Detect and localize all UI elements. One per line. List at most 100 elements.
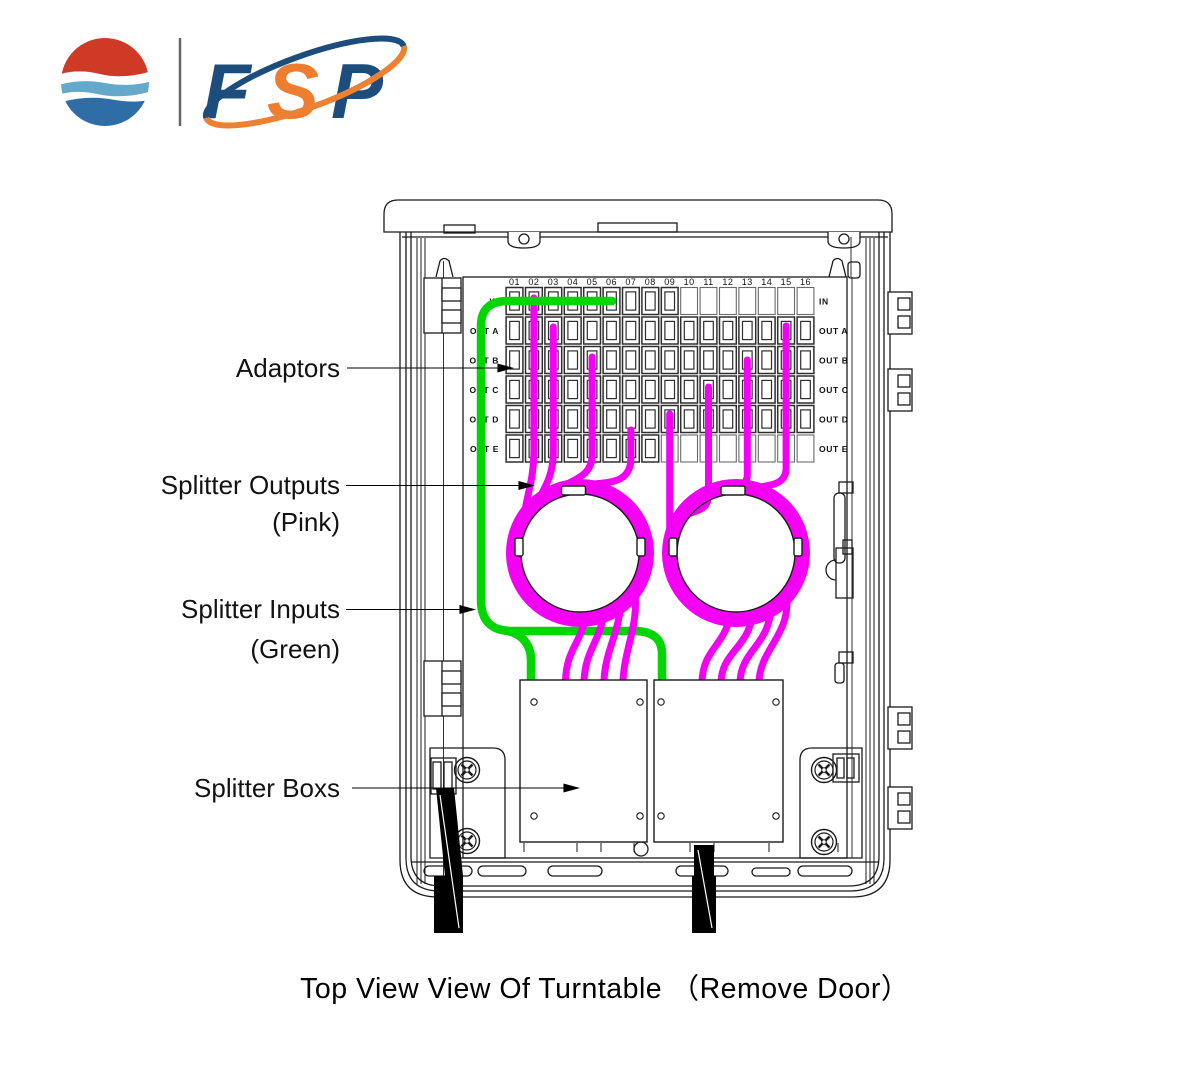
- feeder-cable-center-upper: [694, 845, 714, 876]
- swoosh-top-arc: [202, 35, 407, 119]
- adaptor-port-inner: [606, 350, 617, 370]
- column-label: 12: [722, 277, 733, 287]
- adaptor-port-inner: [800, 379, 811, 400]
- turntable-plate: [462, 276, 848, 859]
- row-label-right: OUT B: [819, 356, 848, 366]
- adaptor-port-inner: [567, 350, 579, 370]
- adaptor-port-inner: [664, 379, 676, 400]
- bottom-detent: [633, 841, 649, 857]
- adaptor-port-empty: [699, 286, 718, 316]
- label-adaptors: Adaptors: [235, 353, 340, 383]
- output-fiber-col-02: [521, 294, 538, 525]
- latch-block: [835, 547, 854, 599]
- adaptor-port-inner: [606, 409, 617, 429]
- adaptor-port-inner: [644, 350, 656, 370]
- adaptor-port-inner: [722, 320, 734, 341]
- adaptor-port-inner: [800, 320, 811, 341]
- adaptor-port-inner: [567, 409, 579, 429]
- column-label: 01: [509, 277, 520, 287]
- mount-bracket-4: [887, 786, 913, 830]
- top-lug-right-hole: [838, 233, 850, 245]
- adaptor-port-inner: [761, 379, 773, 400]
- door-hinge-bottom: [423, 660, 462, 717]
- adaptor-port-empty: [796, 434, 815, 463]
- adaptor-port-inner: [509, 409, 520, 429]
- pivot-post-right: [828, 257, 847, 278]
- adaptor-port-empty: [757, 286, 776, 316]
- adaptor-port-inner: [664, 320, 676, 341]
- leader-splitter-inputs-arrowhead: [459, 604, 477, 615]
- latch-bar-left-1: [432, 761, 442, 790]
- adaptor-port-inner: [567, 320, 579, 341]
- adaptor-port-inner: [644, 409, 656, 429]
- column-label: 07: [625, 277, 636, 287]
- output-fiber-col-03: [531, 323, 557, 512]
- label-splitter-boxes: Splitter Boxs: [194, 773, 340, 803]
- latch-hook-c: [838, 651, 854, 664]
- adaptor-port-inner: [761, 409, 773, 429]
- latch-strip-c: [834, 662, 845, 684]
- adaptor-port-inner: [664, 291, 676, 311]
- swoosh-bottom-arc: [203, 45, 408, 129]
- top-lug-left-hole: [518, 233, 530, 245]
- screw-bottom-left-1: [453, 756, 481, 784]
- splitter-box-right: [653, 679, 784, 843]
- figure-caption: Top View View Of Turntable （Remove Door）: [300, 973, 910, 1005]
- bottom-plate-left: [429, 747, 506, 859]
- top-lug-right: [827, 232, 861, 249]
- adaptor-port-inner: [683, 350, 695, 370]
- adaptor-port-inner: [606, 379, 617, 400]
- column-label: 08: [645, 277, 656, 287]
- adaptor-port-inner: [664, 350, 676, 370]
- spool-left-outline: [520, 493, 640, 613]
- column-label: 10: [684, 277, 695, 287]
- top-lug-left: [507, 232, 541, 249]
- latch-hook-a: [838, 481, 854, 494]
- adaptor-port-inner: [509, 438, 520, 459]
- screw-bottom-right-2: [810, 828, 838, 856]
- bottom-plate-right: [799, 747, 863, 859]
- mount-bracket-3: [887, 706, 913, 750]
- mount-bracket-2: [887, 368, 913, 412]
- row-label-right: OUT C: [819, 385, 848, 395]
- cabinet-line-art: [383, 199, 913, 898]
- fiber-spools: [514, 485, 803, 613]
- adaptor-port-inner: [722, 379, 734, 400]
- adaptor-port-inner: [509, 379, 520, 400]
- splitter-input-fibers: [476, 296, 667, 687]
- adaptor-port-inner: [586, 320, 598, 341]
- brand-logo: F S P: [61, 35, 408, 135]
- adaptor-port-empty: [796, 286, 815, 316]
- cap-center-tab: [597, 222, 678, 233]
- plate-tick-marks: [523, 843, 839, 852]
- adaptor-port-inner: [683, 409, 695, 429]
- cabinet-body-mid: [405, 232, 885, 892]
- column-label: 13: [742, 277, 753, 287]
- input-fiber-branch: [500, 626, 536, 687]
- column-label: 02: [528, 277, 539, 287]
- adaptor-port-inner: [625, 350, 637, 370]
- fiber-spool-right-coil: [662, 479, 810, 627]
- adaptor-port-inner: [625, 379, 637, 400]
- adaptor-port-inner: [644, 291, 656, 311]
- adaptor-port-empty: [680, 434, 699, 463]
- feeder-cable-left-upper: [436, 788, 463, 876]
- adaptor-port-empty: [718, 434, 737, 463]
- adaptor-port-empty: [738, 286, 757, 316]
- cabinet-body-inner: [410, 232, 880, 887]
- adaptor-port-inner: [606, 320, 617, 341]
- spool-clips: [514, 485, 803, 557]
- globe-light-wave: [61, 80, 149, 97]
- splitter-box-left: [519, 679, 648, 843]
- adaptor-port-inner: [722, 350, 734, 370]
- output-fiber-col-05: [549, 353, 596, 499]
- latch-bar-right-2: [846, 757, 855, 779]
- adaptor-port-inner: [625, 291, 637, 311]
- adaptor-port-empty: [757, 434, 776, 463]
- leader-splitter-outputs-arrowhead: [518, 480, 536, 491]
- column-label: 09: [664, 277, 675, 287]
- door-hinge-top: [423, 277, 462, 334]
- adaptor-port-inner: [644, 320, 656, 341]
